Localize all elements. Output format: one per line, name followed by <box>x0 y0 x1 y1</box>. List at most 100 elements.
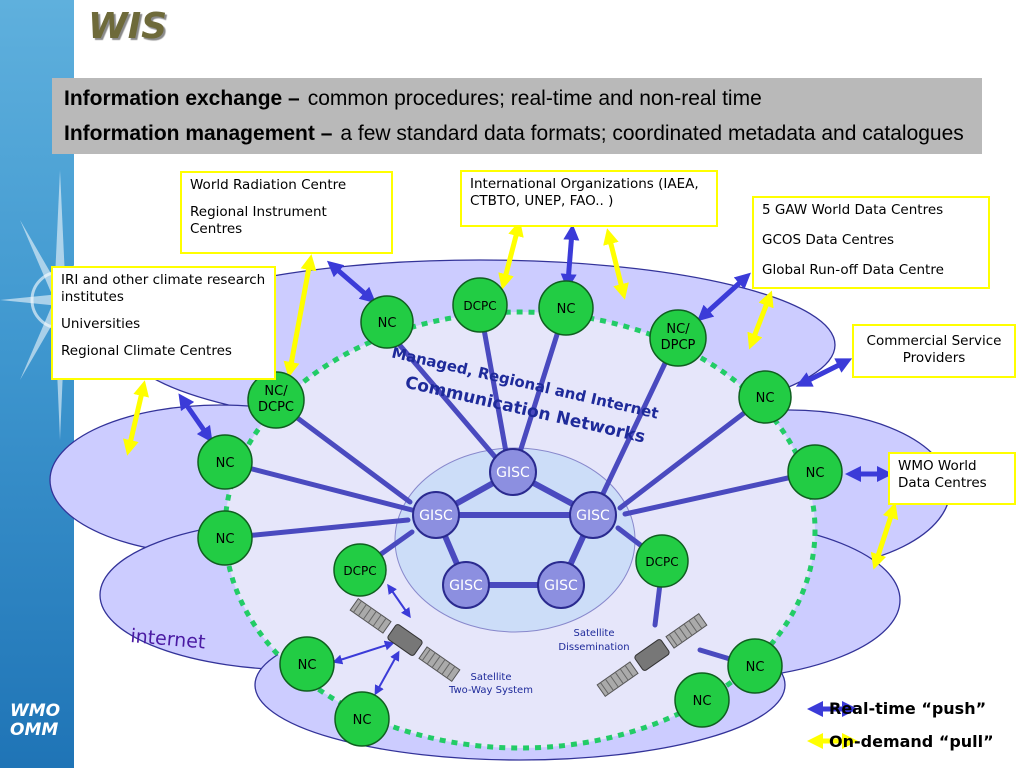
nc-node-label: NC <box>756 391 775 406</box>
nc-dpcp-node: NC/DPCP <box>649 309 707 367</box>
dcpc-node-circle <box>333 543 387 597</box>
nc-node: NC <box>787 444 843 500</box>
iri-line-3: Regional Climate Centres <box>61 343 232 359</box>
gisc-node-label: GISC <box>419 508 453 524</box>
legend-push: Real-time “push” <box>829 699 987 718</box>
iri-box: IRI and other climate research institute… <box>51 266 276 380</box>
world-radiation-box: World Radiation Centre Regional Instrume… <box>180 171 393 254</box>
gisc-node-left: GISC <box>412 491 460 539</box>
nc-node-label: NC <box>557 302 576 317</box>
header-line-1-bold: Information exchange – <box>64 87 300 110</box>
nc-node-label: NC <box>216 532 235 547</box>
nc-node-circle <box>538 280 594 336</box>
nc-nodes: NC NC NC NC NC NC NC NC NC NC NC/DCPC NC… <box>197 280 843 747</box>
nc-node: NC <box>674 672 730 728</box>
gisc-node-bottom-left: GISC <box>442 561 490 609</box>
gisc-nodes: GISC GISC GISC GISC GISC <box>412 448 617 609</box>
nc-dpcp-label-1: NC/ <box>666 322 690 337</box>
satellite-dissemination <box>596 613 708 697</box>
gaw-line-3: Global Run-off Data Centre <box>762 262 944 278</box>
dcpc-node-circle <box>452 277 508 333</box>
nc-dpcp-node-circle <box>649 309 707 367</box>
gisc-node-circle <box>489 448 537 496</box>
nc-dcpc-label-1: NC/ <box>264 384 288 399</box>
dcpc-node-label: DCPC <box>645 555 678 569</box>
satellite-arrows <box>332 583 411 696</box>
nc-node-circle <box>334 691 390 747</box>
nc-node-circle <box>197 434 253 490</box>
nc-node: NC <box>727 638 783 694</box>
push-arrows <box>178 224 894 718</box>
satellite-two-way-line-1: Satellite <box>471 672 512 683</box>
dcpc-node: DCPC <box>333 543 387 597</box>
nc-node: NC <box>334 691 390 747</box>
dcpc-node-label: DCPC <box>343 564 376 578</box>
nc-node-label: NC <box>693 694 712 709</box>
gisc-node-label: GISC <box>449 578 483 594</box>
nc-node-label: NC <box>806 466 825 481</box>
legend-pull: On-demand “pull” <box>829 732 994 751</box>
nc-node: NC <box>738 370 792 424</box>
pull-arrows <box>123 220 899 750</box>
nc-dcpc-label-2: DCPC <box>258 400 294 415</box>
logo-text-omm: OMM <box>10 720 59 740</box>
dcpc-node: DCPC <box>452 277 508 333</box>
nc-node: NC <box>197 434 253 490</box>
wmo-world-line-1: WMO World Data Centres <box>898 458 987 491</box>
commercial-line-1: Commercial Service Providers <box>866 333 1002 366</box>
nc-node: NC <box>197 510 253 566</box>
nc-node-label: NC <box>353 713 372 728</box>
commercial-box: Commercial Service Providers <box>852 324 1016 378</box>
gisc-node-circle <box>442 561 490 609</box>
nc-node-label: NC <box>216 456 235 471</box>
gisc-node-label: GISC <box>496 465 530 481</box>
wmo-logo: WMO OMM <box>10 702 60 740</box>
iri-line-2: Universities <box>61 316 141 332</box>
nc-node-circle <box>279 636 335 692</box>
gaw-box: 5 GAW World Data Centres GCOS Data Centr… <box>752 196 990 289</box>
nc-node-label: NC <box>378 316 397 331</box>
dcpc-nodes: DCPC DCPC DCPC <box>333 277 689 597</box>
nc-node-circle <box>727 638 783 694</box>
satellite-two-way <box>349 598 461 682</box>
satellite-two-way-line-2: Two-Way System <box>448 685 533 696</box>
satellite-two-way-label: Satellite Two-Way System <box>448 672 533 696</box>
nc-node: NC <box>538 280 594 336</box>
gisc-node-label: GISC <box>544 578 578 594</box>
header-band: Information exchange –common procedures;… <box>52 78 982 154</box>
nc-node-circle <box>738 370 792 424</box>
gisc-node-bottom-right: GISC <box>537 561 585 609</box>
page-title: WIS <box>88 6 168 47</box>
satellite-dissemination-line-2: Dissemination <box>558 642 629 653</box>
header-line-2-text: a few standard data formats; coordinated… <box>340 122 964 145</box>
gaw-line-2: GCOS Data Centres <box>762 232 895 248</box>
header-line-2: Information management – a few standard d… <box>64 122 964 146</box>
header-line-2-bold: Information management – <box>64 122 333 145</box>
international-orgs-line-1: International Organizations (IAEA, CTBTO… <box>470 176 699 209</box>
nc-node: NC <box>360 295 414 349</box>
world-radiation-line-1: World Radiation Centre <box>190 177 347 193</box>
nc-node-circle <box>674 672 730 728</box>
gaw-line-1: 5 GAW World Data Centres <box>762 202 944 218</box>
nc-node-circle <box>360 295 414 349</box>
gisc-node-circle <box>569 491 617 539</box>
world-radiation-line-2: Regional Instrument Centres <box>190 204 327 237</box>
satellite-dissemination-line-1: Satellite <box>574 628 615 639</box>
satellite-dissemination-label: Satellite Dissemination <box>558 628 629 653</box>
nc-node-circle <box>197 510 253 566</box>
dcpc-node: DCPC <box>635 534 689 588</box>
nc-node: NC <box>279 636 335 692</box>
nc-node-circle <box>787 444 843 500</box>
dcpc-node-circle <box>635 534 689 588</box>
header-line-1: Information exchange –common procedures;… <box>64 87 762 111</box>
international-orgs-box: International Organizations (IAEA, CTBTO… <box>460 170 718 227</box>
logo-text-wmo: WMO <box>10 701 61 721</box>
nc-node-label: NC <box>746 660 765 675</box>
wmo-world-box: WMO World Data Centres <box>888 452 1016 505</box>
gisc-node-right: GISC <box>569 491 617 539</box>
gisc-node-circle <box>537 561 585 609</box>
iri-line-1: IRI and other climate research institute… <box>61 272 266 305</box>
gisc-node-label: GISC <box>576 508 610 524</box>
